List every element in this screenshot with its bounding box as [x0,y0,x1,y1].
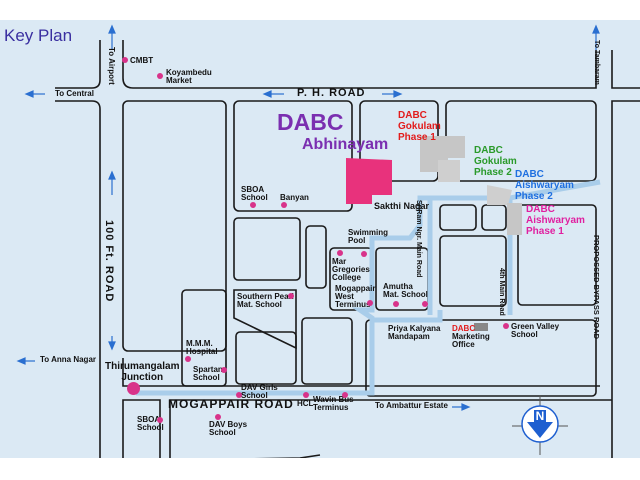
priya-marker-icon [422,301,428,307]
abhinayam-name: Abhinayam [302,136,389,153]
dav-girls-marker-icon [236,392,242,398]
wavin-marker-icon [342,392,348,398]
compass-icon [512,395,568,455]
compass-north-letter: N [535,409,545,423]
dav-boys-marker-icon [215,414,221,420]
100ft-road-label: 100 Ft. ROAD [103,220,115,303]
hcl-label: HCL [297,399,314,408]
amutha-marker-icon [393,301,399,307]
mmm-hospital-marker-icon [185,356,191,362]
to-ambattur-label: To Ambattur Estate [375,401,448,410]
to-central-label: To Central [55,89,94,98]
to-tambaram-label: To Tambaram [593,40,600,85]
thirumangalam-marker-icon [127,382,140,395]
ph-road-label: P. H. ROAD [297,87,366,99]
sboa-school-top-marker-icon [250,202,256,208]
hcl-marker-icon [303,392,309,398]
abhinayam-brand: DABC [277,109,344,135]
mar-gregories-marker-icon [337,250,343,256]
page-title: Key Plan [4,26,73,45]
green-valley-marker-icon [503,323,509,329]
sboa-school-bottom-marker-icon [157,417,163,423]
mogappair-road-label: MOGAPPAIR ROAD [168,397,294,411]
swimming-pool-marker-icon [361,251,367,257]
banyan-label: Banyan [280,193,309,202]
to-anna-nagar-label: To Anna Nagar [40,355,97,364]
southern-pearl-marker-icon [288,293,294,299]
banyan-marker-icon [281,202,287,208]
mmm-hospital-label: M.M.M.Hospital [186,339,218,356]
road-network [16,24,640,458]
key-plan-map: Key Plan P. H. ROAD 100 Ft. ROAD MOGAPPA… [0,20,640,458]
bypass-road-label: PROPOSSED BYPASS ROAD [592,235,601,340]
koyambedu-marker-icon [157,73,163,79]
spartan-marker-icon [221,367,227,373]
marketing-brand-label: DABC [452,324,476,333]
sakthi-nagar-label: Sakthi Nagar [374,201,430,211]
cmbt-label: CMBT [130,56,154,65]
cmbt-marker-icon [122,57,128,63]
4th-main-road-label: 4th Main Road [498,268,505,316]
sriram-road-label: SriRam Ngr. Main Road [415,200,422,278]
mogappair-west-marker-icon [367,300,373,306]
to-airport-label: To Airport [107,47,116,85]
